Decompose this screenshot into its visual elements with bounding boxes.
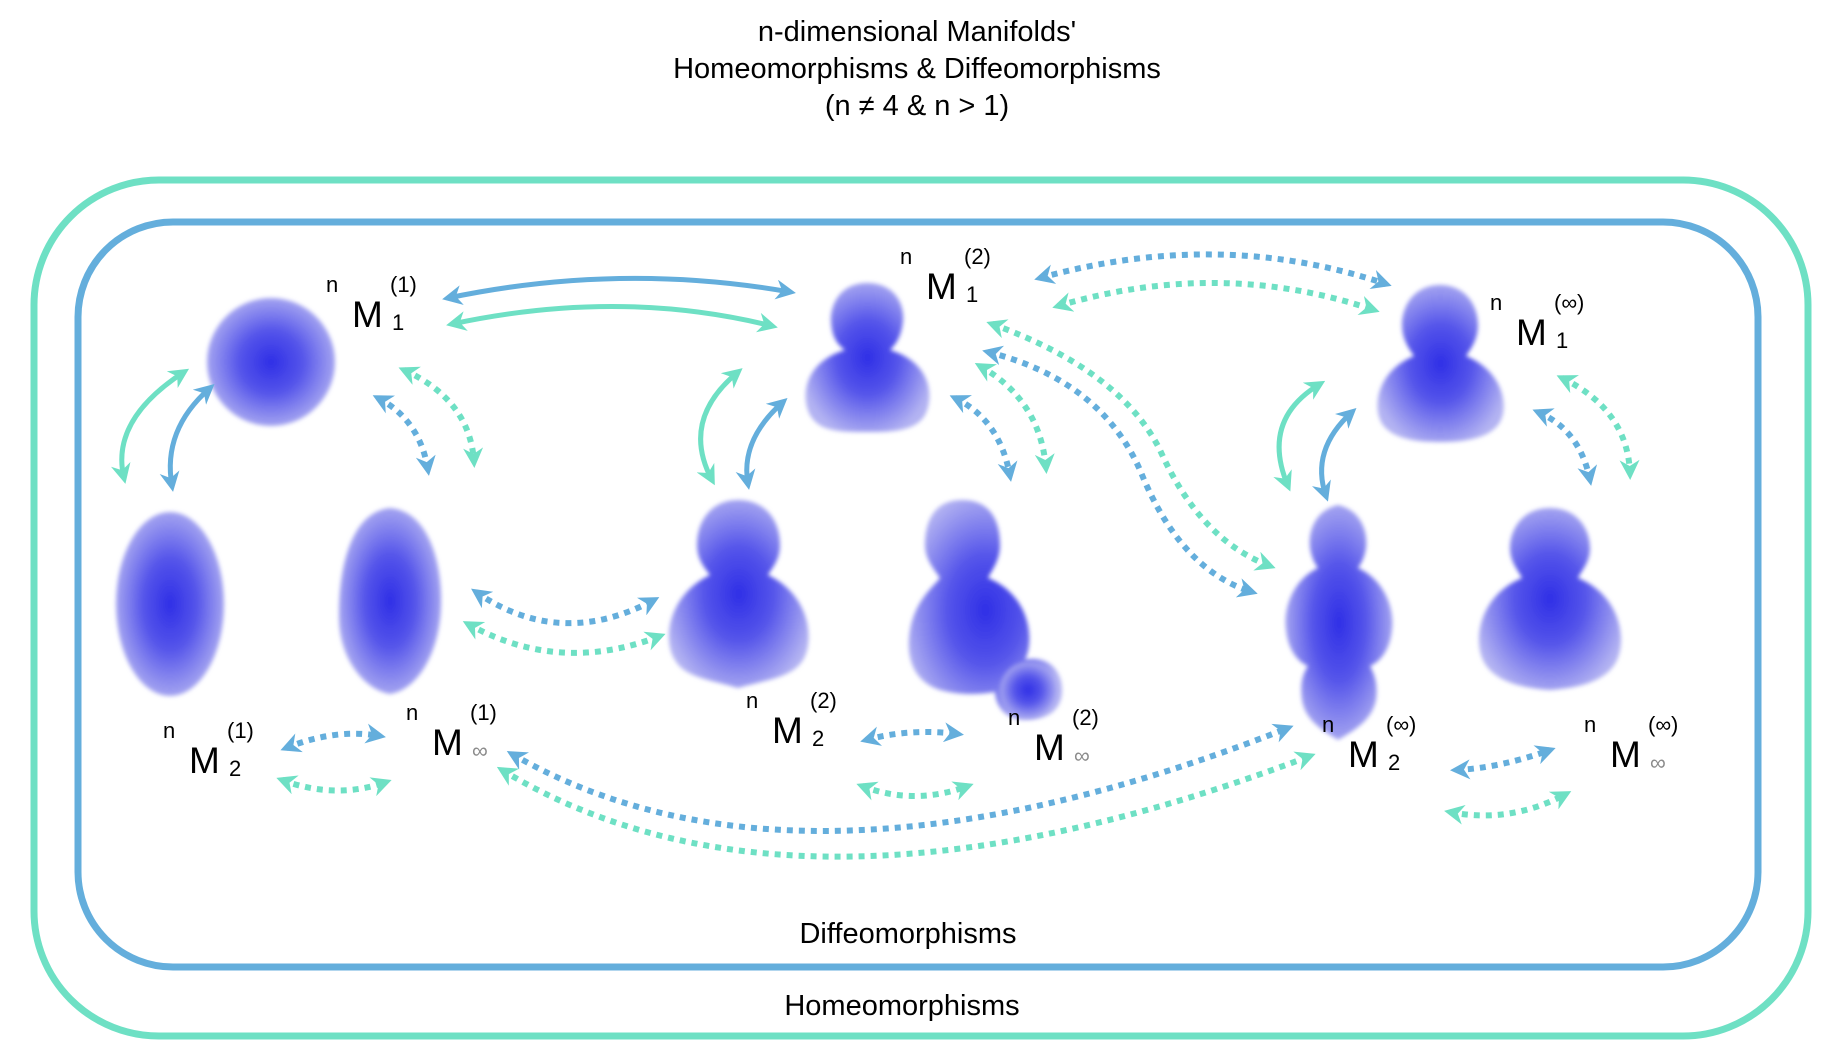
manifold-M2-1-gourd: [805, 283, 930, 432]
label-dim: n: [406, 700, 419, 725]
manifold-Minf-inf-gourd-large: [1478, 508, 1622, 690]
label-smoothness: (2): [810, 688, 837, 713]
label-symbol: M: [1516, 312, 1547, 353]
label-symbol: M: [1610, 734, 1641, 775]
diffeomorphism-arrow-M2_1-M2_2: [735, 398, 788, 490]
label-smoothness: (1): [390, 272, 417, 297]
homeomorphism-arrow-M1_1-M1_2: [111, 368, 190, 484]
homeomorphism-arrow-M2_1-M2_inf: [974, 363, 1055, 474]
manifold-M1-2-ellipsoid: [116, 512, 224, 696]
label-dim: n: [1490, 290, 1503, 315]
label-index: 1: [966, 282, 979, 307]
diffeomorphism-arrow-Minf_1-Minf_inf: [1532, 408, 1598, 486]
arrows-layer: [111, 251, 1640, 860]
label-symbol: M: [1034, 727, 1065, 768]
label-index: 1: [392, 310, 405, 335]
label-symbol: M: [432, 722, 463, 763]
manifold-Minf-1-gourd: [1377, 285, 1504, 442]
diffeomorphism-arrow-M2_1-M2_inf: [949, 395, 1018, 482]
label-symbol: M: [1348, 734, 1379, 775]
diffeomorphism-arrow-M2_2-M2_inf: [860, 722, 964, 746]
diffeomorphism-arrow-M2_1-Minf_1: [1034, 251, 1392, 290]
diffeomorphism-arrow-Minf_1-Minf_2: [1311, 407, 1357, 502]
label-smoothness: (∞): [1648, 712, 1679, 737]
diffeomorphism-arrow-M1_inf-Minf_2: [506, 723, 1294, 834]
manifold-Minf-2-triple-gourd: [1285, 505, 1393, 740]
label-smoothness: (2): [964, 244, 991, 269]
diffeomorphism-arrow-M1_2-M1_inf: [280, 723, 386, 753]
homeomorphism-arrow-M1_2-M1_inf: [276, 775, 392, 797]
label-smoothness: (1): [470, 700, 497, 725]
diffeomorphism-arrow-M1_1-M2_1: [442, 275, 796, 305]
label-index: ∞: [472, 738, 488, 763]
label-dim: n: [163, 718, 176, 743]
homeomorphism-arrow-Minf_1-Minf_2: [1273, 380, 1326, 492]
label-dim: n: [326, 272, 339, 297]
label-dim: n: [1584, 712, 1597, 737]
diffeomorphism-arrow-M1_1-M1_inf: [372, 395, 436, 476]
homeomorphism-arrow-M2_2-M2_inf: [856, 781, 974, 801]
label-symbol: M: [772, 710, 803, 751]
homeomorphism-arrow-M1_inf-M2_2: [462, 621, 666, 656]
homeomorphism-arrow-M2_1-M2_2: [696, 368, 743, 486]
label-symbol: M: [352, 294, 383, 335]
homeomorphisms-label: Homeomorphisms: [784, 990, 1020, 1022]
diffeomorphism-arrow-M1_1-M1_2: [159, 384, 215, 492]
manifold-M2-2-gourd-large: [668, 500, 809, 688]
label-index: 1: [1556, 328, 1569, 353]
manifold-M2-inf-gourd-with-bud: [908, 500, 1062, 720]
label-symbol: M: [926, 266, 957, 307]
manifold-M1-inf-lemon: [338, 508, 442, 694]
homeomorphism-arrow-Minf_2-Minf_inf: [1444, 791, 1572, 825]
label-index: 2: [812, 726, 825, 751]
manifold-M1-1-sphere: [207, 298, 335, 426]
diffeomorphism-arrow-M2_1-Minf_2: [982, 345, 1258, 598]
label-dim: n: [746, 688, 759, 713]
label-index: 2: [229, 756, 242, 781]
diffeomorphism-arrow-Minf_2-Minf_inf: [1450, 745, 1556, 780]
diffeomorphism-arrow-M1_inf-M2_2: [471, 588, 660, 627]
label-symbol: M: [189, 740, 220, 781]
label-index: ∞: [1650, 750, 1666, 775]
label-smoothness: (∞): [1386, 712, 1417, 737]
title-line-3: (n ≠ 4 & n > 1): [824, 90, 1010, 122]
label-smoothness: (2): [1072, 705, 1099, 730]
diffeomorphisms-label: Diffeomorphisms: [799, 918, 1017, 950]
homeomorphism-arrow-M2_1-Minf_1: [1052, 279, 1380, 316]
diffeomorphisms-region: [74, 218, 1762, 971]
label-smoothness: (∞): [1554, 290, 1585, 315]
label-dim: n: [1322, 712, 1335, 737]
diagram-title: n-dimensional Manifolds' Homeomorphisms …: [0, 14, 1834, 125]
label-index: 2: [1388, 750, 1401, 775]
label-smoothness: (1): [227, 718, 254, 743]
homeomorphism-arrow-M1_1-M1_inf: [398, 366, 484, 468]
homeomorphism-arrow-M2_1-Minf_2: [986, 319, 1276, 571]
label-dim: n: [900, 244, 913, 269]
homeomorphism-arrow-M1_1-M2_1: [446, 303, 778, 333]
title-line-1: n-dimensional Manifolds': [757, 16, 1077, 48]
homeomorphism-arrow-M1_inf-Minf_2: [496, 751, 1316, 860]
homeomorphism-arrow-Minf_1-Minf_inf: [1556, 375, 1640, 480]
homeomorphisms-region: [30, 176, 1812, 1040]
label-dim: n: [1008, 705, 1021, 730]
title-line-2: Homeomorphisms & Diffeomorphisms: [673, 53, 1161, 85]
label-index: ∞: [1074, 743, 1090, 768]
